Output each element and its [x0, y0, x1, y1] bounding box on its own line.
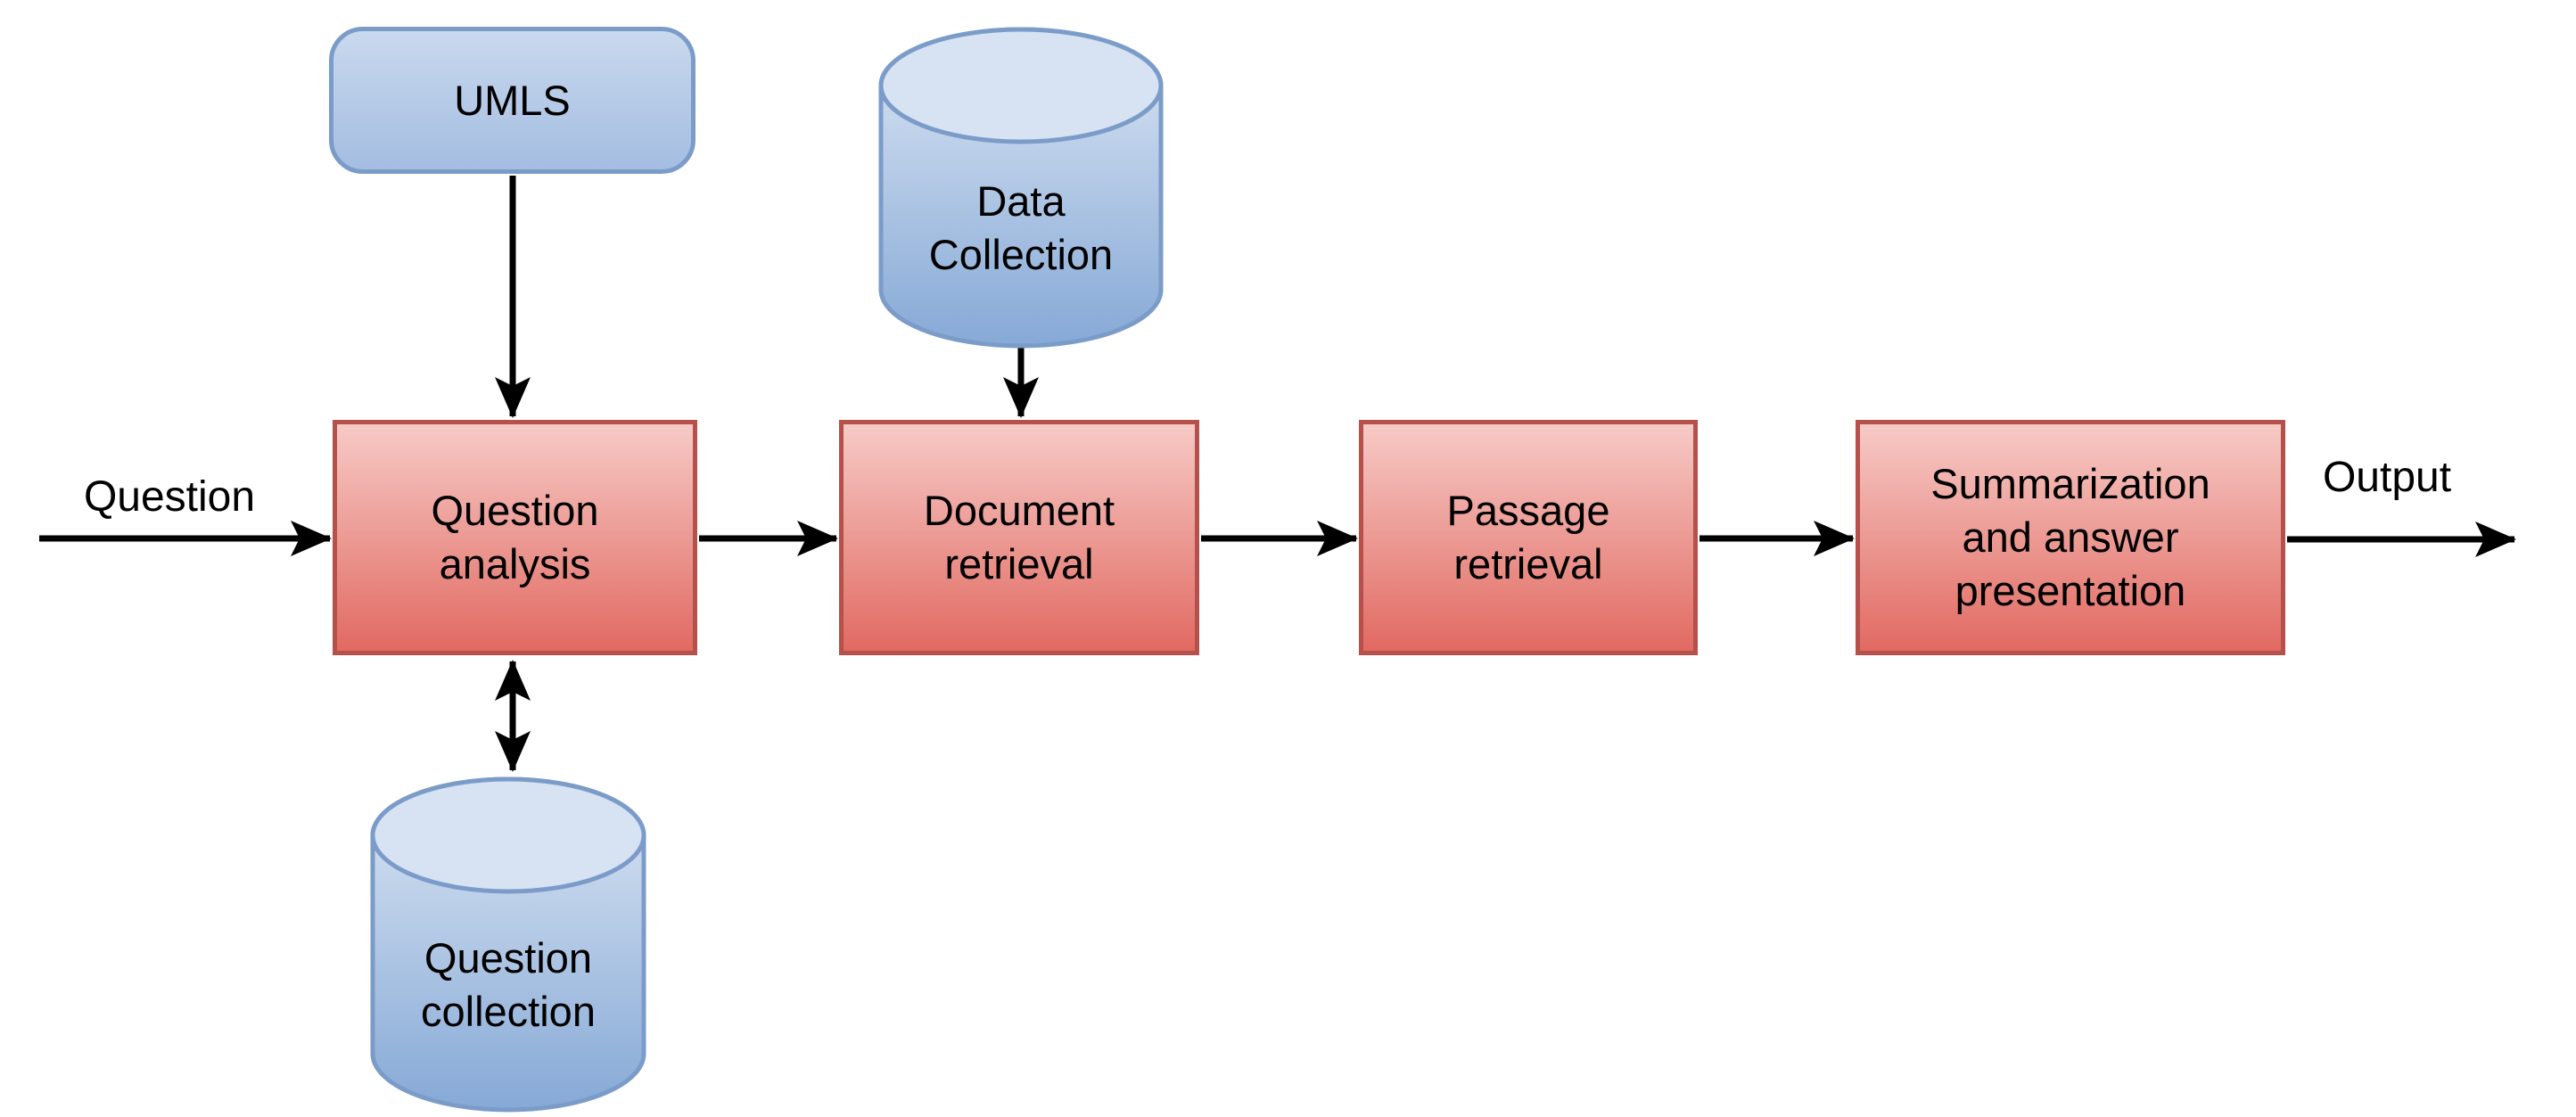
- node-summarization: Summarization and answer presentation: [1856, 420, 2285, 655]
- node-umls-label: UMLS: [454, 76, 571, 124]
- node-question-analysis: Question analysis: [333, 420, 697, 655]
- node-passage-retrieval: Passage retrieval: [1359, 420, 1698, 655]
- node-summarization-label: Summarization and answer presentation: [1930, 460, 2210, 614]
- node-question-collection-label: Question collection: [421, 933, 596, 1035]
- node-document-retrieval: Document retrieval: [839, 420, 1199, 655]
- node-document-retrieval-label: Document retrieval: [923, 487, 1115, 587]
- cylinder-shape: [370, 776, 646, 1113]
- node-passage-retrieval-label: Passage retrieval: [1446, 487, 1610, 587]
- node-question-analysis-label: Question analysis: [431, 487, 599, 587]
- node-question-collection: Question collection: [370, 776, 646, 1113]
- cylinder-shape: [878, 27, 1164, 349]
- input-edge-label: Question: [83, 473, 256, 521]
- node-umls: UMLS: [329, 27, 695, 174]
- output-edge-label: Output: [2322, 454, 2452, 501]
- node-data-collection-label: Data Collection: [928, 177, 1114, 278]
- node-data-collection: Data Collection: [878, 27, 1164, 349]
